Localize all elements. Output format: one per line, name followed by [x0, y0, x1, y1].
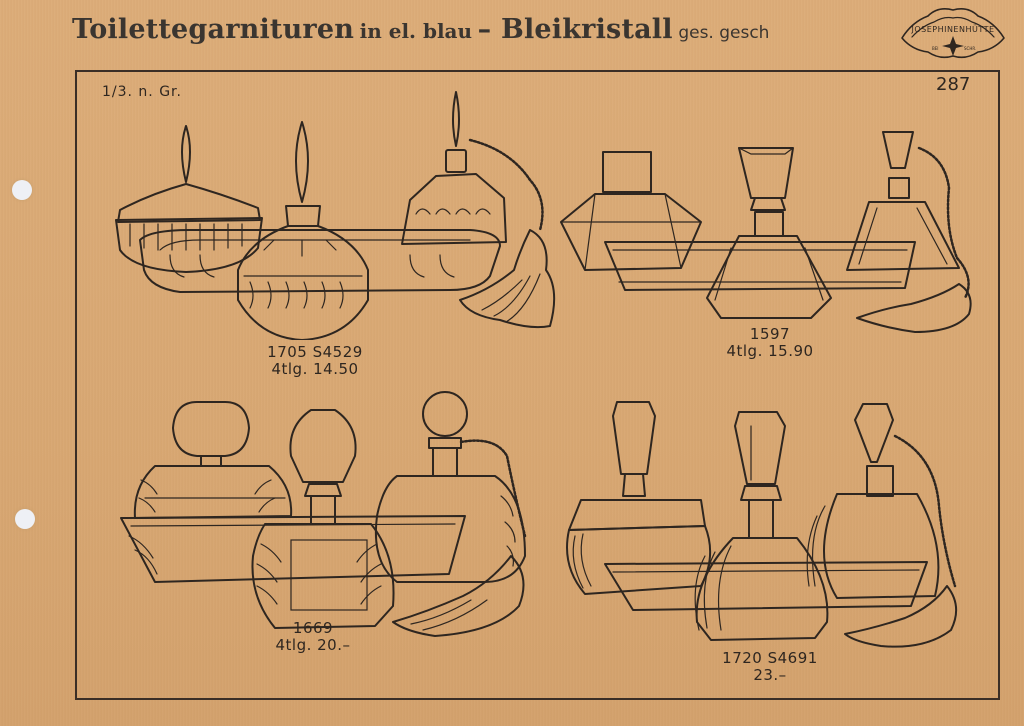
set-model-number: 1669 [292, 619, 334, 637]
title-main: Toilettegarnituren [72, 14, 355, 45]
set-1720-caption: 1720 S4691 23.– [690, 650, 850, 684]
perfume-bottle-icon [237, 121, 369, 341]
powder-box-icon [115, 125, 263, 273]
atomizer-icon [374, 391, 527, 637]
set-1669-illustration [115, 386, 545, 646]
tray-icon [139, 229, 501, 293]
powder-box-icon [133, 401, 293, 519]
set-1669-caption: 1669 4tlg. 20.– [248, 620, 378, 654]
perfume-bottle-icon [694, 411, 829, 641]
tray-icon [120, 515, 466, 583]
powder-box-icon [566, 401, 712, 595]
powder-box-icon [560, 151, 702, 271]
set-1597-illustration [555, 118, 975, 338]
set-model-number: 1705 S4529 [267, 343, 363, 361]
title-in: in el. blau [359, 19, 473, 43]
perfume-bottle-icon [706, 147, 832, 319]
set-1720-illustration [555, 396, 975, 654]
set-pieces-price: 23.– [753, 666, 787, 684]
set-pieces-price: 4tlg. 15.90 [726, 342, 814, 360]
atomizer-icon [806, 403, 958, 648]
page-title: Toilettegarnituren in el. blau – Bleikri… [72, 14, 769, 45]
svg-text:JOSEPHINENHÜTTE: JOSEPHINENHÜTTE [910, 24, 994, 34]
set-1705-illustration [110, 90, 560, 341]
perfume-bottle-icon [251, 409, 395, 629]
svg-text:BEI: BEI [932, 46, 938, 51]
title-material: – Bleikristall [477, 14, 673, 45]
svg-text:SCHR.: SCHR. [964, 46, 976, 51]
atomizer-icon [846, 131, 972, 333]
punch-hole-bottom [15, 509, 35, 529]
punch-hole-top [12, 180, 32, 200]
illustration-frame [75, 70, 1000, 700]
atomizer-icon [401, 91, 556, 329]
page-number: 287 [936, 74, 971, 95]
title-suffix: ges. gesch [678, 23, 770, 43]
set-pieces-price: 4tlg. 20.– [275, 636, 351, 654]
tray-icon [604, 561, 928, 611]
set-1597-caption: 1597 4tlg. 15.90 [700, 326, 840, 360]
scale-note: 1/3. n. Gr. [102, 84, 182, 100]
set-model-number: 1597 [749, 325, 791, 343]
set-pieces-price: 4tlg. 14.50 [271, 360, 359, 378]
stamp-emblem-icon: JOSEPHINENHÜTTE BEI SCHR. [901, 8, 1005, 59]
set-1705-caption: 1705 S4529 4tlg. 14.50 [240, 344, 390, 378]
tray-icon [604, 241, 916, 291]
set-model-number: 1720 S4691 [722, 649, 818, 667]
josephinenhuette-stamp: JOSEPHINENHÜTTE BEI SCHR. [898, 4, 1008, 62]
